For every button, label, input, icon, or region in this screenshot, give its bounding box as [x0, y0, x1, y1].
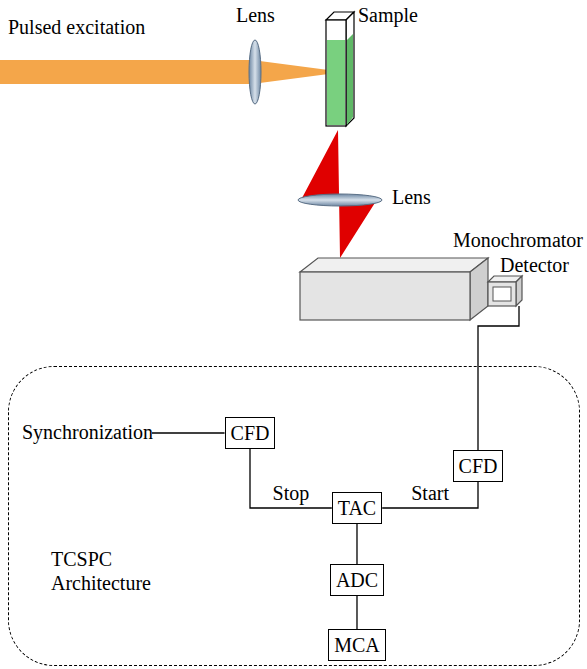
region-title: TCSPC Architecture: [51, 547, 179, 595]
signal-connector: [356, 596, 357, 629]
part-label: Monochromator: [453, 229, 583, 252]
monochromator-side: [470, 258, 488, 320]
edge-label: Start: [411, 482, 449, 505]
box-text: CFD: [459, 454, 498, 478]
adc-box: ADC: [330, 564, 384, 596]
part-label: Lens: [392, 186, 431, 209]
edge-label: Stop: [273, 482, 310, 505]
sync-wire: [152, 432, 225, 433]
detector-side: [516, 276, 522, 306]
box-text: CFD: [231, 421, 270, 445]
lens: [298, 194, 382, 206]
monochromator-front: [300, 272, 470, 320]
tac-box: TAC: [332, 492, 382, 524]
sample-liquid-side: [347, 34, 353, 125]
excitation-beam-focus: [252, 60, 336, 84]
part-label: Lens: [236, 4, 275, 27]
detector-window: [493, 287, 511, 301]
beam-label: Pulsed excitation: [8, 16, 145, 39]
lens: [249, 40, 261, 104]
box-text: ADC: [336, 568, 378, 592]
signal-connector: [250, 449, 332, 508]
signal-connector: [356, 524, 357, 564]
excitation-beam: [0, 60, 252, 84]
detector-front: [488, 282, 516, 306]
monochromator-top: [300, 258, 488, 272]
cfd-box: CFD: [453, 450, 504, 482]
cfd-box: CFD: [225, 417, 276, 449]
cuvette-side: [346, 12, 354, 126]
sample-liquid: [327, 40, 345, 125]
box-text: TAC: [338, 496, 376, 520]
part-label: Detector: [500, 254, 569, 277]
signal-connector: [382, 482, 478, 508]
tcspc-region: TCSPC Architecture CFD CFD TAC ADC MCA: [8, 366, 580, 666]
part-label: Sample: [358, 4, 418, 27]
cuvette-front: [326, 20, 346, 126]
signal-wire: [478, 306, 519, 450]
signal-label: Synchronization: [22, 421, 153, 444]
box-text: MCA: [334, 633, 380, 657]
mca-box: MCA: [328, 629, 386, 661]
